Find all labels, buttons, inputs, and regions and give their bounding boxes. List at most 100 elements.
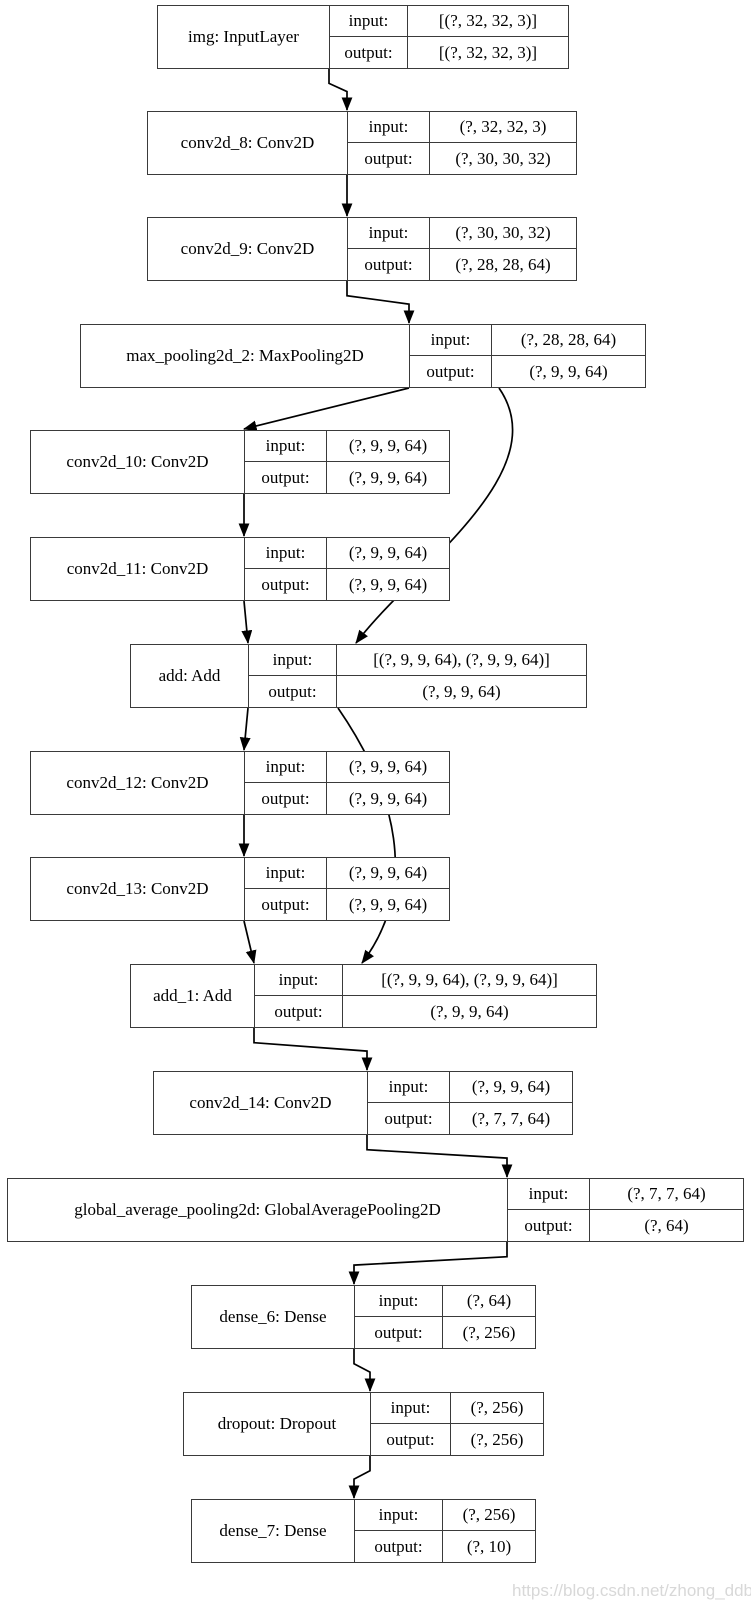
io-value-output-dropout: (?, 256): [470, 1429, 524, 1449]
io-row-output-max_pooling2d_2: output:(?, 9, 9, 64): [410, 356, 645, 387]
io-value-output-conv2d_14: (?, 7, 7, 64): [471, 1108, 551, 1128]
io-row-input-add_1: input: [(?, 9, 9, 64), (?, 9, 9, 64)]: [255, 965, 596, 996]
io-label-output: output:: [355, 1317, 443, 1348]
io-value-output-conv2d_12: (?, 9, 9, 64): [348, 788, 428, 808]
io-row-output-img: output: [(?, 32, 32, 3)]: [330, 37, 568, 68]
node-io-add_1: input: [(?, 9, 9, 64), (?, 9, 9, 64)] outp…: [255, 965, 596, 1027]
node-io-dense_6: input:(?, 64)output: (?, 256): [355, 1286, 535, 1348]
io-row-input-conv2d_12: input: (?, 9, 9, 64): [245, 752, 449, 783]
io-value-output-conv2d_8: (?, 30, 30, 32): [455, 148, 551, 168]
io-value-output-conv2d_9: (?, 28, 28, 64): [455, 254, 551, 274]
io-label-input: input:: [348, 112, 430, 142]
io-value-input-conv2d_12: (?, 9, 9, 64): [348, 757, 428, 776]
io-row-output-conv2d_8: output: (?, 30, 30, 32): [348, 143, 576, 174]
io-value-output-dense_7: (?, 10): [466, 1536, 512, 1556]
node-io-conv2d_8: input: (?, 32, 32, 3) output: (?, 30, 30, 3…: [348, 112, 576, 174]
io-value-output-img: [(?, 32, 32, 3)]: [438, 42, 538, 62]
io-label-input: input:: [245, 752, 327, 782]
io-value-output-dense_6: (?, 256): [462, 1322, 516, 1342]
node-label-dense_7: dense_7: Dense: [192, 1500, 355, 1562]
io-value-input-conv2d_14: (?, 9, 9, 64): [471, 1077, 551, 1096]
io-value-input-conv2d_13: (?, 9, 9, 64): [348, 863, 428, 882]
io-row-input-dense_7: input:(?, 256): [355, 1500, 535, 1531]
io-row-input-max_pooling2d_2: input: (?, 28, 28, 64): [410, 325, 645, 356]
node-io-max_pooling2d_2: input: (?, 28, 28, 64) output:(?, 9, 9, 64…: [410, 325, 645, 387]
node-io-conv2d_13: input:(?, 9, 9, 64)output:(?, 9, 9, 64): [245, 858, 449, 920]
io-row-input-dense_6: input:(?, 64): [355, 1286, 535, 1317]
io-value-input-global_average_pooling2d: (?, 7, 7, 64): [627, 1184, 706, 1203]
node-io-dropout: input: (?, 256)output: (?, 256): [371, 1393, 543, 1455]
node-label-global_average_pooling2d: global_average_pooling2d: GlobalAverageP…: [8, 1179, 508, 1241]
io-label-output: output:: [371, 1424, 451, 1455]
watermark-text: https://blog.csdn.net/zhong_ddbb: [512, 1581, 751, 1600]
node-io-conv2d_11: input:(?, 9, 9, 64)output:(?, 9, 9, 64): [245, 538, 449, 600]
node-label-img: img: InputLayer: [158, 6, 330, 68]
node-label-add_1: add_1: Add: [131, 965, 255, 1027]
io-row-input-conv2d_13: input:(?, 9, 9, 64): [245, 858, 449, 889]
io-label-output: output:: [330, 37, 408, 68]
edge-add-to-conv2d_12: [239, 707, 251, 752]
node-label-conv2d_10: conv2d_10: Conv2D: [31, 431, 245, 493]
io-value-input-conv2d_11: (?, 9, 9, 64): [348, 543, 428, 562]
io-value-output-conv2d_13: (?, 9, 9, 64): [348, 894, 428, 914]
node-label-conv2d_14: conv2d_14: Conv2D: [154, 1072, 368, 1134]
io-label-input: input:: [245, 538, 327, 568]
edge-conv2d_11-to-add: [241, 600, 253, 645]
io-row-input-conv2d_14: input: (?, 9, 9, 64): [368, 1072, 572, 1103]
io-value-input-max_pooling2d_2: (?, 28, 28, 64): [520, 330, 617, 349]
io-label-input: input:: [368, 1072, 450, 1102]
io-label-input: input:: [508, 1179, 590, 1209]
io-value-output-global_average_pooling2d: (?, 64): [644, 1215, 689, 1235]
io-label-output: output:: [245, 462, 327, 493]
io-label-input: input:: [371, 1393, 451, 1423]
io-label-output: output:: [368, 1103, 450, 1134]
edge-dropout-to-dense_7: [348, 1456, 371, 1500]
io-row-input-conv2d_10: input:(?, 9, 9, 64): [245, 431, 449, 462]
io-label-output: output:: [249, 676, 337, 707]
io-value-input-img: [(?, 32, 32, 3)]: [438, 11, 538, 30]
io-value-input-conv2d_10: (?, 9, 9, 64): [348, 436, 428, 455]
io-row-output-dropout: output: (?, 256): [371, 1424, 543, 1455]
edge-conv2d_13-to-add_1: [243, 920, 257, 964]
node-label-add: add: Add: [131, 645, 249, 707]
io-row-output-conv2d_12: output: (?, 9, 9, 64): [245, 783, 449, 814]
node-io-dense_7: input:(?, 256)output:(?, 10): [355, 1500, 535, 1562]
io-value-output-max_pooling2d_2: (?, 9, 9, 64): [529, 361, 608, 381]
io-row-output-conv2d_13: output:(?, 9, 9, 64): [245, 889, 449, 920]
io-label-input: input:: [330, 6, 408, 36]
io-row-output-dense_6: output: (?, 256): [355, 1317, 535, 1348]
io-value-input-add: [(?, 9, 9, 64), (?, 9, 9, 64)]: [373, 650, 550, 669]
io-value-output-conv2d_10: (?, 9, 9, 64): [348, 467, 428, 487]
node-global_average_pooling2d: global_average_pooling2d: GlobalAverageP…: [7, 1178, 744, 1242]
io-label-output: output:: [245, 783, 327, 814]
io-label-input: input:: [255, 965, 343, 995]
io-label-output: output:: [255, 996, 343, 1027]
node-label-conv2d_13: conv2d_13: Conv2D: [31, 858, 245, 920]
io-label-input: input:: [249, 645, 337, 675]
io-label-input: input:: [410, 325, 492, 355]
node-label-conv2d_8: conv2d_8: Conv2D: [148, 112, 348, 174]
io-row-output-add_1: output: (?, 9, 9, 64): [255, 996, 596, 1027]
io-value-input-add_1: [(?, 9, 9, 64), (?, 9, 9, 64)]: [381, 970, 558, 989]
io-row-input-global_average_pooling2d: input: (?, 7, 7, 64): [508, 1179, 743, 1210]
io-label-output: output:: [508, 1210, 590, 1241]
io-label-output: output:: [348, 249, 430, 280]
node-label-max_pooling2d_2: max_pooling2d_2: MaxPooling2D: [81, 325, 410, 387]
node-io-conv2d_14: input: (?, 9, 9, 64) output: (?, 7, 7, 64): [368, 1072, 572, 1134]
node-label-dropout: dropout: Dropout: [184, 1393, 371, 1455]
node-label-conv2d_11: conv2d_11: Conv2D: [31, 538, 245, 600]
io-label-output: output:: [348, 143, 430, 174]
io-value-input-conv2d_8: (?, 32, 32, 3): [459, 117, 547, 136]
io-row-input-add: input: [(?, 9, 9, 64), (?, 9, 9, 64)]: [249, 645, 586, 676]
io-value-input-dense_7: (?, 256): [462, 1505, 516, 1524]
io-row-output-conv2d_9: output: (?, 28, 28, 64): [348, 249, 576, 280]
io-value-output-add_1: (?, 9, 9, 64): [430, 1001, 509, 1021]
